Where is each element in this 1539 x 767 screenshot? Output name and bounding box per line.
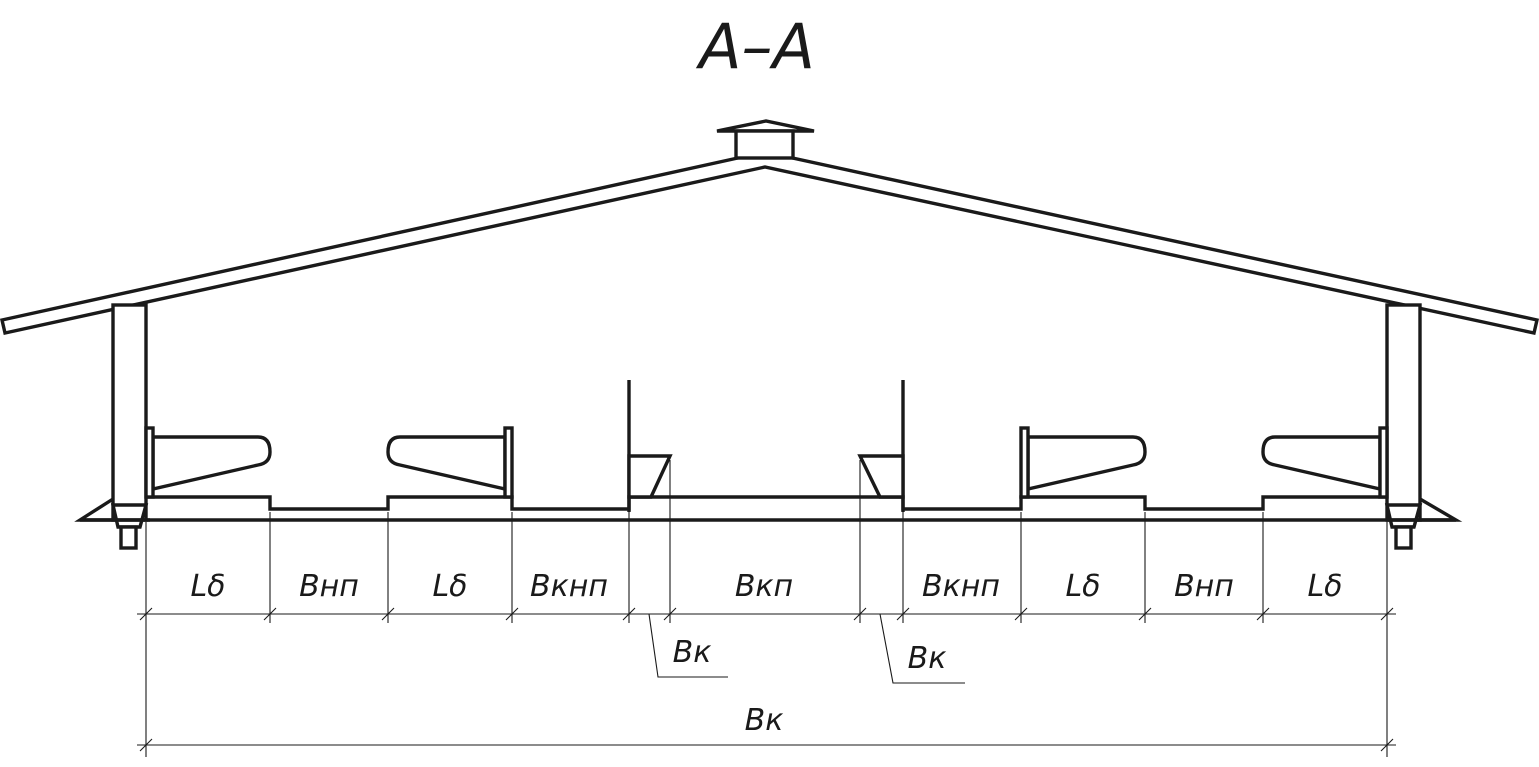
dim-label-bknp-right: Вкнп xyxy=(922,569,1000,604)
dim-label-bnp-left: Внп xyxy=(299,569,359,604)
dim-label-bknp-left: Вкнп xyxy=(530,569,608,604)
floor xyxy=(80,495,1456,522)
right-wall xyxy=(1384,303,1423,550)
leader-left-bk xyxy=(648,613,728,678)
section-title: A–A xyxy=(695,10,815,83)
dim-label-bkp-center: Вкп xyxy=(735,569,793,604)
stall-divider-right-inner xyxy=(1019,426,1147,499)
dim-label-ld-left-outer: Lδ xyxy=(190,569,225,604)
stall-divider-right-outer xyxy=(1261,426,1389,499)
dim-label-bnp-right: Внп xyxy=(1174,569,1234,604)
dim-label-bk-right-leader: Вк xyxy=(908,641,947,676)
left-wall xyxy=(110,303,149,550)
extension-lines xyxy=(145,460,1388,757)
dim-label-ld-right-inner: Lδ xyxy=(1065,569,1100,604)
dim-label-bk-left-leader: Вк xyxy=(673,635,712,670)
leader-right-bk xyxy=(879,613,965,684)
dim-label-bk-overall: Вк xyxy=(745,703,784,738)
right-feed-trough xyxy=(857,454,905,499)
ventilation-shaft xyxy=(716,119,815,160)
stall-divider-left-inner xyxy=(386,426,514,499)
left-feed-trough xyxy=(627,454,673,499)
stall-divider-left-outer xyxy=(144,426,272,499)
roof xyxy=(0,150,1539,336)
dim-label-ld-left-inner: Lδ xyxy=(432,569,467,604)
dimension-lines xyxy=(137,607,1396,752)
dim-label-ld-right-outer: Lδ xyxy=(1307,569,1342,604)
